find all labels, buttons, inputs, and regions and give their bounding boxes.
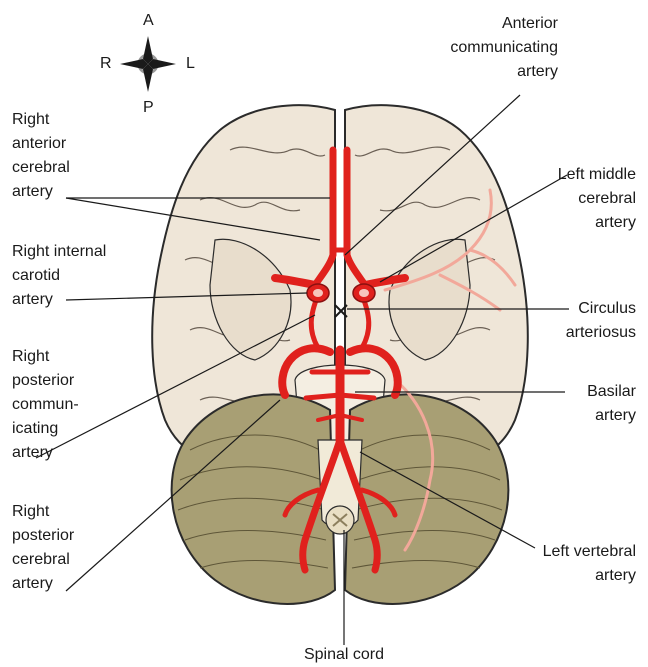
compass-posterior: P — [143, 100, 154, 116]
label-left-vertebral-artery: Left vertebral artery — [543, 540, 636, 588]
label-anterior-communicating-artery: Anterior communicating artery — [450, 12, 558, 84]
internal-carotid-sections — [307, 284, 375, 302]
label-right-anterior-cerebral-artery: Right anterior cerebral artery — [12, 108, 70, 204]
label-right-posterior-cerebral-artery: Right posterior cerebral artery — [12, 500, 74, 596]
label-circulus-arteriosus: Circulus arteriosus — [566, 297, 636, 345]
compass-rose — [120, 36, 176, 92]
compass-right: R — [100, 56, 112, 72]
label-spinal-cord: Spinal cord — [294, 643, 394, 667]
label-basilar-artery: Basilar artery — [587, 380, 636, 428]
compass-left: L — [186, 56, 195, 72]
label-right-posterior-communicating-artery: Right posterior commun- icating artery — [12, 345, 79, 465]
compass-anterior: A — [143, 13, 154, 29]
label-right-internal-carotid-artery: Right internal carotid artery — [12, 240, 106, 312]
label-left-middle-cerebral-artery: Left middle cerebral artery — [558, 163, 636, 235]
right-cerebellar-hemisphere — [172, 394, 335, 604]
